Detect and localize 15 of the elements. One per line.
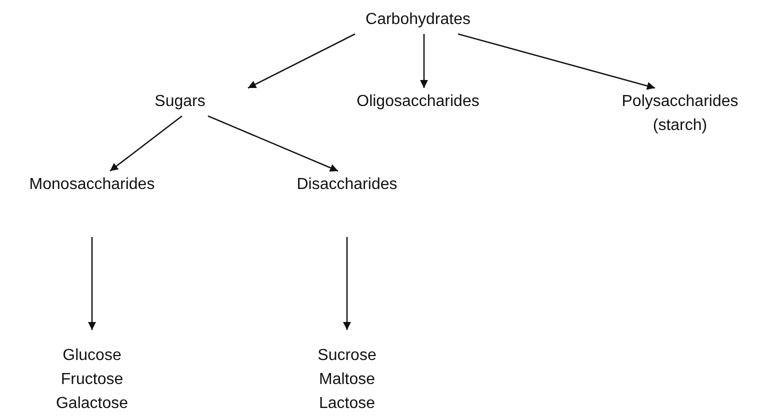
arrow [458, 33, 656, 90]
arrow [343, 237, 351, 330]
category-label: Carbohydrates [353, 8, 483, 32]
category-label: Sucrose Maltose Lactose [307, 344, 387, 416]
arrow [88, 237, 96, 330]
arrow [208, 115, 338, 172]
category-label: Sugars [145, 90, 215, 114]
category-label: Glucose Fructose Galactose [47, 344, 137, 416]
arrow [110, 115, 182, 172]
arrow [248, 33, 356, 89]
arrow [420, 34, 428, 88]
category-label: Monosaccharides [17, 173, 167, 197]
category-label: Polysaccharides (starch) [610, 90, 750, 138]
category-label: Oligosaccharides [343, 90, 493, 114]
category-label: Disaccharides [282, 173, 412, 197]
